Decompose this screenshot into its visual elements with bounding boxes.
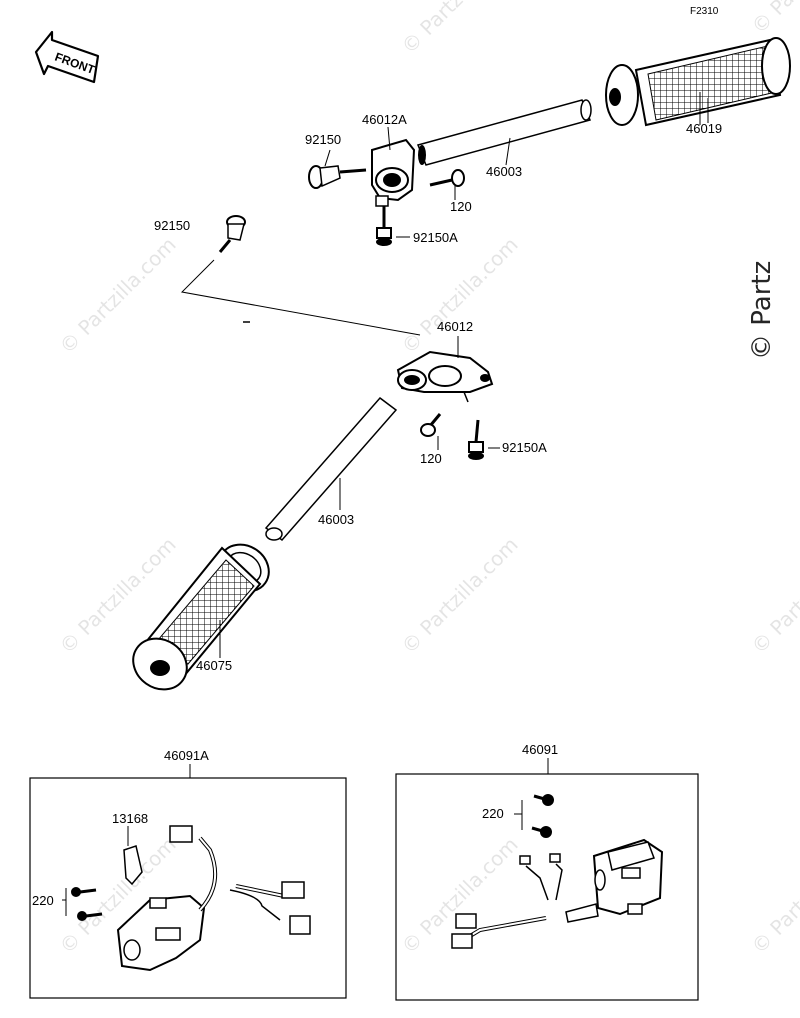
callout-92150-left: 92150	[154, 218, 190, 233]
callout-92150-top: 92150	[305, 132, 341, 147]
callout-46012: 46012	[437, 319, 473, 334]
callout-13168: 13168	[112, 811, 148, 826]
bolt-92150-left	[218, 215, 246, 253]
callout-46075: 46075	[196, 658, 232, 673]
watermark: © Partzilla.com	[397, 532, 523, 658]
screw-120-mid	[420, 413, 442, 437]
throttle-tube-mid	[264, 396, 398, 542]
watermark-edge: © Partz	[747, 261, 777, 360]
throttle-tube-top	[416, 99, 592, 166]
leader-lines-mid	[219, 336, 500, 658]
switch-box-left	[29, 764, 347, 999]
callout-46019: 46019	[686, 121, 722, 136]
callout-46091A: 46091A	[164, 748, 209, 763]
watermark: © Partzilla.com	[747, 0, 800, 39]
callout-220-right: 220	[482, 806, 504, 821]
watermark: © Partzilla.com	[747, 532, 800, 658]
diagram-code: F2310	[690, 6, 719, 17]
callout-46012A: 46012A	[362, 112, 407, 127]
throttle-housing-mid	[396, 350, 494, 403]
callout-120-mid: 120	[420, 451, 442, 466]
grip-right	[605, 37, 791, 127]
screw-120-top	[429, 169, 465, 187]
callout-120-top: 120	[450, 199, 472, 214]
callout-92150A-top: 92150A	[413, 230, 458, 245]
callout-220-left: 220	[32, 893, 54, 908]
watermark: © Partzilla.com	[397, 232, 523, 358]
switch-box-right	[395, 758, 699, 1001]
callout-46003-top: 46003	[486, 164, 522, 179]
callout-46003-mid: 46003	[318, 512, 354, 527]
grip-left	[132, 543, 270, 691]
watermark: © Partzilla.com	[55, 232, 181, 358]
assembly-line	[180, 259, 421, 336]
bolt-92150-top	[308, 165, 367, 189]
callout-92150A-mid: 92150A	[502, 440, 547, 455]
watermark: © Partzilla.com	[747, 832, 800, 958]
throttle-housing-top	[371, 138, 416, 207]
leader-lines-top	[324, 98, 709, 238]
callout-46091: 46091	[522, 742, 558, 757]
front-arrow-icon: FRONT	[34, 30, 100, 84]
bolt-92150A-mid	[468, 419, 484, 460]
watermark: © Partzilla.com	[397, 0, 523, 59]
bolt-92150A-top	[376, 206, 392, 246]
